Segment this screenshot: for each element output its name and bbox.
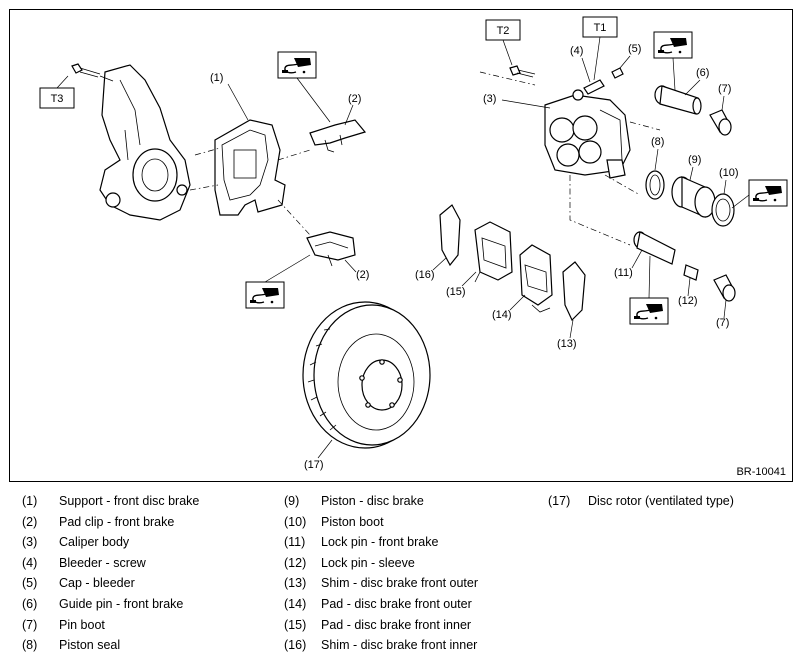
- callout-13: (13): [557, 338, 577, 350]
- callout-12: (12): [678, 295, 698, 307]
- grease-application-icon: [653, 31, 693, 59]
- shim-outer: [562, 261, 586, 322]
- callout-10: (10): [719, 167, 739, 179]
- torque-label-t2: T2: [497, 25, 510, 37]
- callout-6: (6): [696, 67, 709, 79]
- lock-pin: [633, 231, 676, 265]
- pad-clip-lower: [277, 199, 356, 267]
- torque-label-t1: T1: [594, 22, 607, 34]
- grease-leader: [731, 194, 750, 209]
- steering-knuckle: [99, 64, 191, 221]
- t3-bolt: [71, 63, 114, 82]
- callout-5: (5): [628, 43, 641, 55]
- bleeder-screw: [583, 79, 605, 95]
- shim-inner: [439, 204, 461, 267]
- pad-outer: [519, 244, 553, 313]
- callout-17: (17): [304, 459, 324, 471]
- callout-14: (14): [492, 309, 512, 321]
- torque-box-t1: T1: [582, 16, 618, 81]
- exploded-diagram: T3 T2 T1: [9, 9, 793, 482]
- figure-code: BR-10041: [736, 466, 786, 478]
- piston-seal: [645, 170, 665, 200]
- pin-boot-upper: [709, 109, 732, 136]
- grease-application-icon: [277, 51, 317, 79]
- grease-application-icon: [629, 297, 669, 325]
- callout-4: (4): [570, 45, 583, 57]
- callout-7-lower: (7): [716, 317, 729, 329]
- parts-legend: (1)Support - front disc brake (2)Pad cli…: [22, 494, 734, 653]
- pad-clip-upper: [277, 119, 367, 161]
- callout-3: (3): [483, 93, 496, 105]
- piston-boot: [711, 193, 735, 227]
- callout-1: (1): [210, 72, 223, 84]
- grease-application-icon: [245, 281, 285, 309]
- grease-leader: [296, 77, 331, 123]
- pin-boot-lower: [713, 274, 736, 302]
- callout-16: (16): [415, 269, 435, 281]
- torque-box-t2: T2: [485, 19, 521, 66]
- callout-15: (15): [446, 286, 466, 298]
- grease-application-icon: [748, 179, 788, 207]
- caliper-body: [479, 71, 661, 246]
- torque-box-t3: T3: [39, 75, 75, 109]
- bleeder-cap: [611, 67, 624, 79]
- piston: [671, 176, 716, 218]
- grease-leader: [648, 255, 651, 299]
- pad-inner: [474, 221, 513, 283]
- callout-2-lower: (2): [356, 269, 369, 281]
- callout-2-upper: (2): [348, 93, 361, 105]
- support-bracket: [189, 119, 286, 216]
- grease-leader: [672, 57, 676, 91]
- callout-8: (8): [651, 136, 664, 148]
- callout-9: (9): [688, 154, 701, 166]
- grease-leader: [264, 254, 311, 283]
- torque-label-t3: T3: [51, 93, 64, 105]
- guide-pin: [654, 85, 702, 115]
- lock-pin-sleeve: [683, 264, 699, 281]
- callout-7-upper: (7): [718, 83, 731, 95]
- disc-rotor: [302, 301, 431, 449]
- diagram-canvas: T3 T2 T1: [39, 16, 788, 471]
- callout-11: (11): [614, 267, 633, 279]
- t2-bolt: [509, 65, 536, 78]
